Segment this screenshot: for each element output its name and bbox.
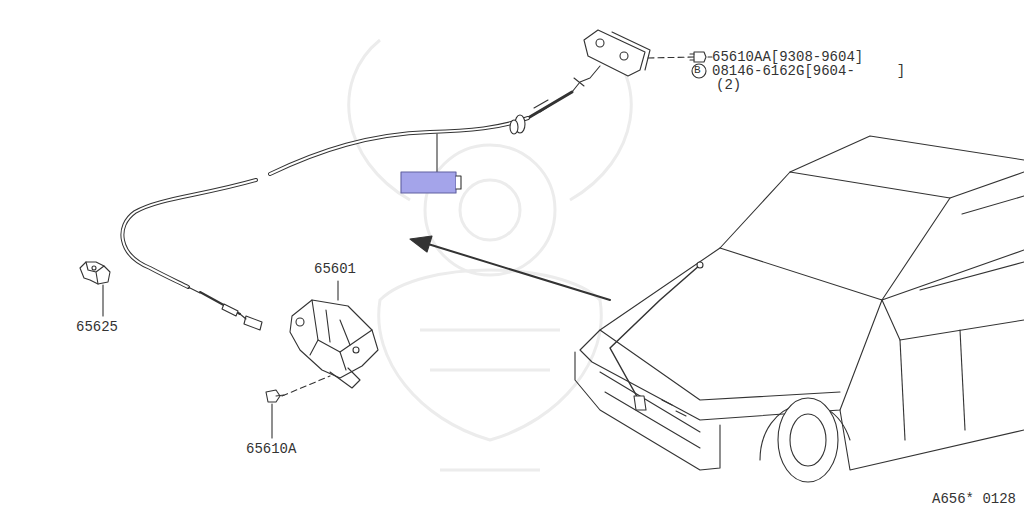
leader-line [271,404,272,438]
release-handle [572,30,650,92]
location-arrow [410,236,610,300]
quantity: (2) [716,78,741,93]
leader-line [337,281,338,300]
callout-number: 65601 [314,262,356,277]
circled-ref: B [694,63,701,77]
fastener-guide [648,57,694,58]
bolt [690,52,706,62]
callout-number: 65625 [76,320,118,335]
leader-line [708,56,712,57]
cable-tag [401,172,461,193]
diagram-code: A656* 0128 [932,492,1016,507]
hood-lock [290,300,378,388]
leader-line [436,134,437,172]
part-number: 65610AA[9308-9604] [712,50,863,65]
leader-line [102,285,103,316]
watermark-crest [349,40,632,470]
reference-circle [692,64,706,78]
callout-number: 65610A [246,442,296,457]
part-number: 08146-6162G[9604- ] [712,64,905,79]
hood-lock-cable [122,92,572,330]
bolt [266,390,284,402]
fastener-guide [282,376,330,396]
car-outline [575,136,1024,482]
cable-clip [80,262,110,284]
